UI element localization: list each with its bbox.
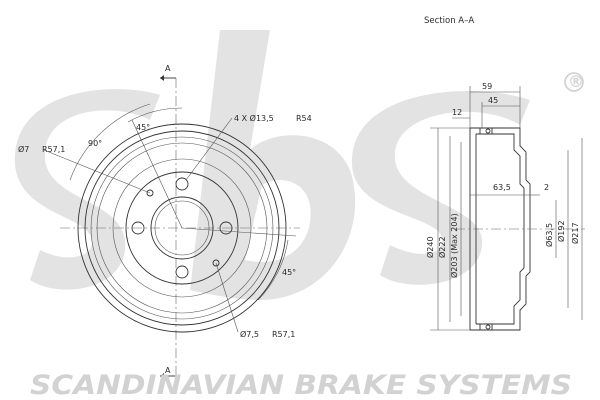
dia-203: Ø203 (Max 204) <box>449 213 459 278</box>
front-view: A A Ø7 R57,1 90° 45° <box>18 64 312 379</box>
dim-2: 2 <box>544 183 549 192</box>
small-hole-phi7-5 <box>212 259 220 267</box>
dia-222: Ø222 <box>437 236 447 258</box>
drum-step-circle <box>96 142 268 314</box>
watermark-letter-b <box>190 30 356 300</box>
drum-hub-flange <box>112 158 252 298</box>
label-r57-1-bottom: R57,1 <box>272 330 295 339</box>
arc-45deg-top <box>127 107 183 123</box>
lip-bead-bottom <box>485 324 491 330</box>
label-90deg: 90° <box>88 139 102 148</box>
bolt-hole-left <box>131 221 145 235</box>
arc-45deg-bottom <box>257 239 289 301</box>
sbs-watermark-logo: ® <box>14 30 584 300</box>
watermark-letter-s2 <box>351 91 530 285</box>
center-bore-chamfer <box>154 200 210 256</box>
bolt-hole-right <box>219 221 233 235</box>
brand-watermark-text: SCANDINAVIAN BRAKE SYSTEMS <box>30 370 572 400</box>
dim-45: 45 <box>488 96 498 105</box>
leader-phi7 <box>43 149 151 194</box>
drum-outer-circle <box>77 123 287 333</box>
small-hole-phi7 <box>146 189 154 197</box>
dim-12: 12 <box>452 108 462 117</box>
section-marker-top: A <box>165 64 171 73</box>
dim-59: 59 <box>482 82 492 91</box>
section-marker-bottom: A <box>165 366 171 375</box>
dia-63-5: Ø63,5 <box>544 223 554 247</box>
label-45deg-bottom: 45° <box>282 268 296 277</box>
label-phi7: Ø7 <box>18 144 29 154</box>
dim-63-5: 63,5 <box>493 183 511 192</box>
dia-192: Ø192 <box>556 220 566 242</box>
drum-braking-surface <box>90 136 274 320</box>
label-phi7-5: Ø7,5 <box>240 329 259 339</box>
lip-bead-top <box>485 128 491 134</box>
label-45deg-top: 45° <box>136 123 150 132</box>
center-bore <box>150 196 214 260</box>
label-r57-1-top: R57,1 <box>42 145 65 154</box>
bolt-hole-bottom <box>175 265 189 279</box>
dia-240: Ø240 <box>425 236 435 258</box>
angle-ref-line-right <box>181 227 297 237</box>
section-arrow-top <box>160 75 164 81</box>
section-view: Section A–A 59 45 12 63,5 2 Ø240 Ø222 <box>424 16 585 331</box>
section-arrow-bottom <box>160 373 164 379</box>
label-r54: R54 <box>296 114 312 123</box>
section-title: Section A–A <box>424 16 474 26</box>
drum-inner-face <box>125 171 239 285</box>
leader-phi7-5 <box>215 262 239 333</box>
registered-circle <box>564 72 584 92</box>
angle-ref-line-top <box>131 119 183 229</box>
dia-217: Ø217 <box>570 222 580 244</box>
label-bolt-holes: 4 X Ø13,5 <box>234 113 274 123</box>
watermark-letter-s <box>14 89 161 290</box>
bolt-hole-top <box>175 177 189 191</box>
registered-mark: ® <box>568 72 584 91</box>
leader-bolt-holes <box>185 117 233 181</box>
arc-90deg <box>69 103 151 181</box>
drum-rim-circle <box>84 130 280 326</box>
